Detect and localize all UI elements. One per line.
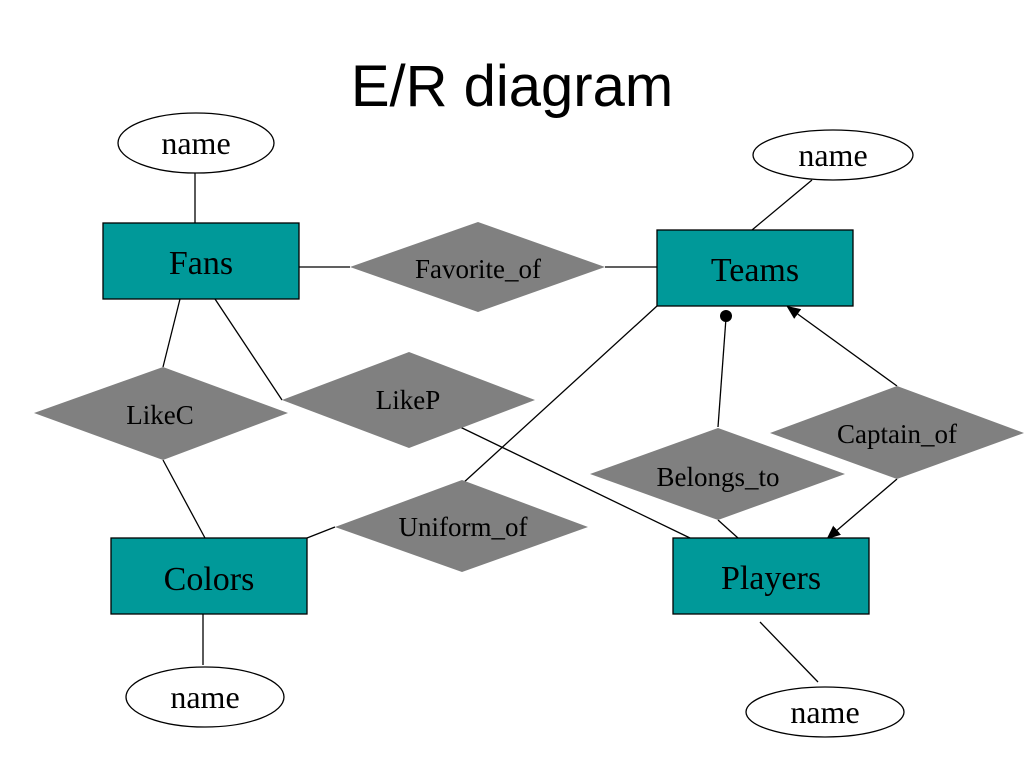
relationship-label: Favorite_of: [415, 254, 541, 284]
teams-name-link: [751, 179, 813, 231]
entity-label: Teams: [711, 252, 799, 289]
relationship-favorite-of: Favorite_of: [350, 222, 605, 312]
relationship-label: LikeC: [126, 400, 194, 430]
relationship-label: Belongs_to: [656, 462, 779, 492]
entity-box: [672, 537, 870, 615]
attribute-label: name: [170, 679, 239, 715]
entity-label: Players: [721, 560, 821, 597]
relationship-captain-of: Captain_of: [770, 386, 1024, 479]
relationship-belongs-to: Belongs_to: [590, 428, 845, 520]
relationship-diamond: [335, 480, 588, 572]
likep-players-link: [457, 425, 691, 539]
relationship-diamond: [282, 352, 535, 448]
entity-players: Players: [672, 537, 870, 615]
entity-label: Colors: [164, 561, 255, 598]
relationship-likec: LikeC: [34, 367, 288, 460]
relationship-diamond: [770, 386, 1024, 479]
teams-uniform-link: [461, 305, 658, 485]
relationship-likep: LikeP: [282, 352, 535, 448]
connectors: [162, 172, 898, 683]
attribute-ellipse: [752, 129, 914, 181]
entity-teams: Teams: [656, 229, 854, 307]
likec-colors-link: [162, 459, 206, 539]
players-name-link: [759, 621, 819, 683]
relationship-diamond: [590, 428, 845, 520]
relationship-label: Uniform_of: [399, 512, 528, 542]
attribute-label: name: [161, 125, 230, 161]
relationship-diamond: [350, 222, 605, 312]
attribute-label: name: [798, 137, 867, 173]
attribute-ellipse: [125, 666, 285, 728]
fans-likec-link: [162, 298, 181, 368]
relationship-diamond: [34, 367, 288, 460]
attribute-players-name: name: [745, 686, 905, 738]
attribute-label: name: [790, 694, 859, 730]
belongs-to-round-arrow: [720, 310, 732, 322]
entity-label: Fans: [169, 245, 233, 282]
attribute-ellipse: [117, 112, 275, 174]
slide-title: E/R diagram: [350, 54, 674, 119]
relationship-label: LikeP: [376, 385, 441, 415]
captain-players-link: [826, 478, 898, 540]
attribute-teams-name: name: [752, 129, 914, 181]
uniform-colors-link: [306, 526, 336, 539]
relationship-label: Captain_of: [837, 419, 957, 449]
entity-box: [102, 222, 300, 300]
attribute-colors-name: name: [125, 666, 285, 728]
entity-box: [110, 537, 308, 615]
entity-colors: Colors: [110, 537, 308, 615]
attribute-ellipse: [745, 686, 905, 738]
belongs-players-link: [717, 519, 739, 539]
entity-fans: Fans: [102, 222, 300, 300]
relationship-uniform-of: Uniform_of: [335, 480, 588, 572]
captain-teams-link: [786, 305, 898, 387]
fans-likep-link: [214, 298, 283, 401]
belongs-teams-link: [717, 317, 727, 428]
attribute-fans-name: name: [117, 112, 275, 174]
entity-box: [656, 229, 854, 307]
